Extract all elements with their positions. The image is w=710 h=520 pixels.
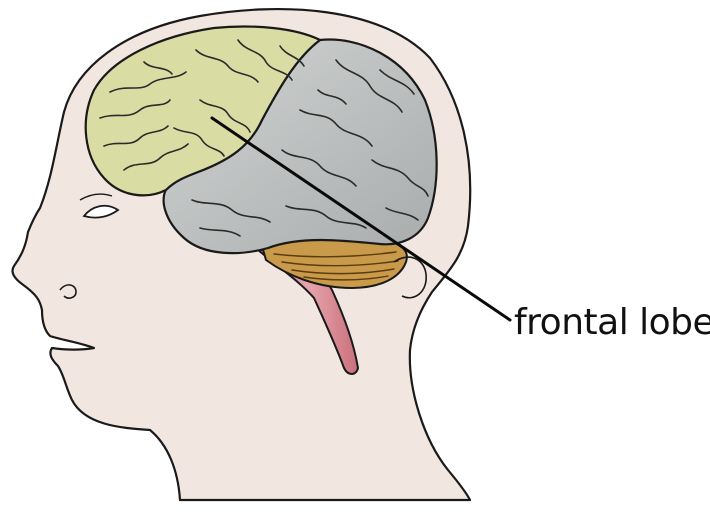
frontal-lobe-label: frontal lobe: [514, 302, 710, 343]
